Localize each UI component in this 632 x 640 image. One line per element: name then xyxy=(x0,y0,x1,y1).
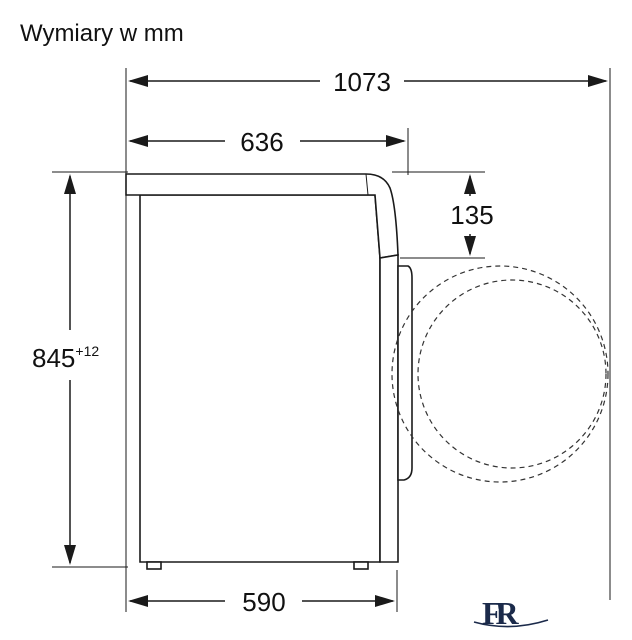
arrow-left-icon xyxy=(128,135,148,147)
machine-foot-front xyxy=(353,561,369,570)
door-swing-outline xyxy=(391,265,609,483)
dimension-base-depth: 590 xyxy=(128,587,395,617)
door-ring xyxy=(397,265,413,481)
worktop-edge xyxy=(365,173,369,196)
machine-foot-back xyxy=(146,561,162,570)
dimension-height: 845+12 xyxy=(32,171,128,568)
dimension-label-590: 590 xyxy=(242,587,285,617)
machine-cabinet xyxy=(139,194,381,563)
dimension-total-depth: 1073 xyxy=(128,67,608,97)
diagram-title: Wymiary w mm xyxy=(20,20,184,47)
brand-logo: FR xyxy=(473,595,549,631)
dimension-label-636: 636 xyxy=(240,127,283,157)
machine-side-view xyxy=(125,173,413,570)
machine-front-panel xyxy=(379,254,399,563)
arrow-left-icon xyxy=(128,595,148,607)
arrow-right-icon xyxy=(375,595,395,607)
arrow-up-icon xyxy=(64,174,76,194)
dimension-label-1073: 1073 xyxy=(333,67,391,97)
arrow-right-icon xyxy=(588,75,608,87)
dimension-door-height: 135 xyxy=(392,171,494,259)
dimension-label-845: 845+12 xyxy=(32,343,99,373)
logo-swoosh xyxy=(473,619,549,628)
arrow-up-icon xyxy=(464,174,476,194)
dimension-label-135: 135 xyxy=(450,200,493,230)
dimension-top-depth: 636 xyxy=(128,127,406,157)
arrow-left-icon xyxy=(128,75,148,87)
door-swing-outer xyxy=(391,265,609,483)
arrow-down-icon xyxy=(64,545,76,565)
door-swing-inner xyxy=(417,279,607,469)
arrow-right-icon xyxy=(386,135,406,147)
arrow-down-icon xyxy=(464,236,476,256)
